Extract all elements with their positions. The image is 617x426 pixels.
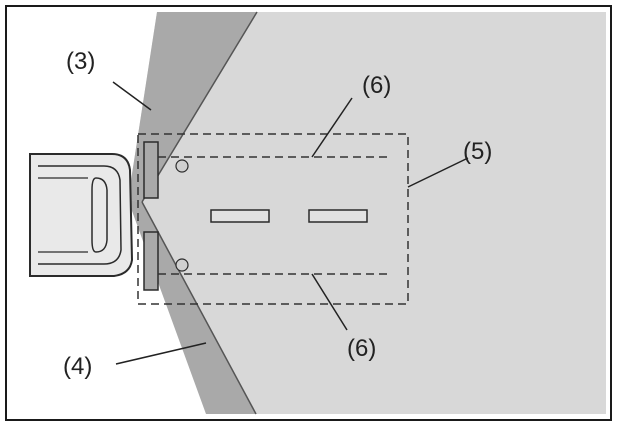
center-marker-left (210, 209, 270, 223)
marker-circle-bottom (175, 258, 189, 272)
label-6-bottom: (6) (347, 335, 376, 362)
sensor-upper (143, 141, 159, 199)
label-5: (5) (463, 138, 492, 165)
vehicle-windshield (91, 177, 108, 253)
leader-line-6-bottom (311, 273, 348, 331)
leader-line-5 (407, 157, 469, 188)
label-4: (4) (63, 353, 92, 380)
dark-zone-lower (128, 200, 256, 414)
leader-line-6-top (311, 97, 353, 158)
leader-line-4 (115, 342, 207, 365)
leader-line-3 (112, 81, 152, 111)
center-marker-right (308, 209, 368, 223)
dark-zone-upper (128, 12, 257, 202)
zone-boundary-lower (141, 201, 257, 415)
dashed-area-5 (137, 133, 409, 305)
vehicle (29, 153, 134, 277)
label-3: (3) (66, 48, 95, 75)
vehicle-inner-outline (38, 165, 122, 265)
label-6-top: (6) (362, 72, 391, 99)
marker-circle-top (175, 159, 189, 173)
zone-boundary-upper (141, 11, 258, 203)
sensor-lower (143, 231, 159, 291)
